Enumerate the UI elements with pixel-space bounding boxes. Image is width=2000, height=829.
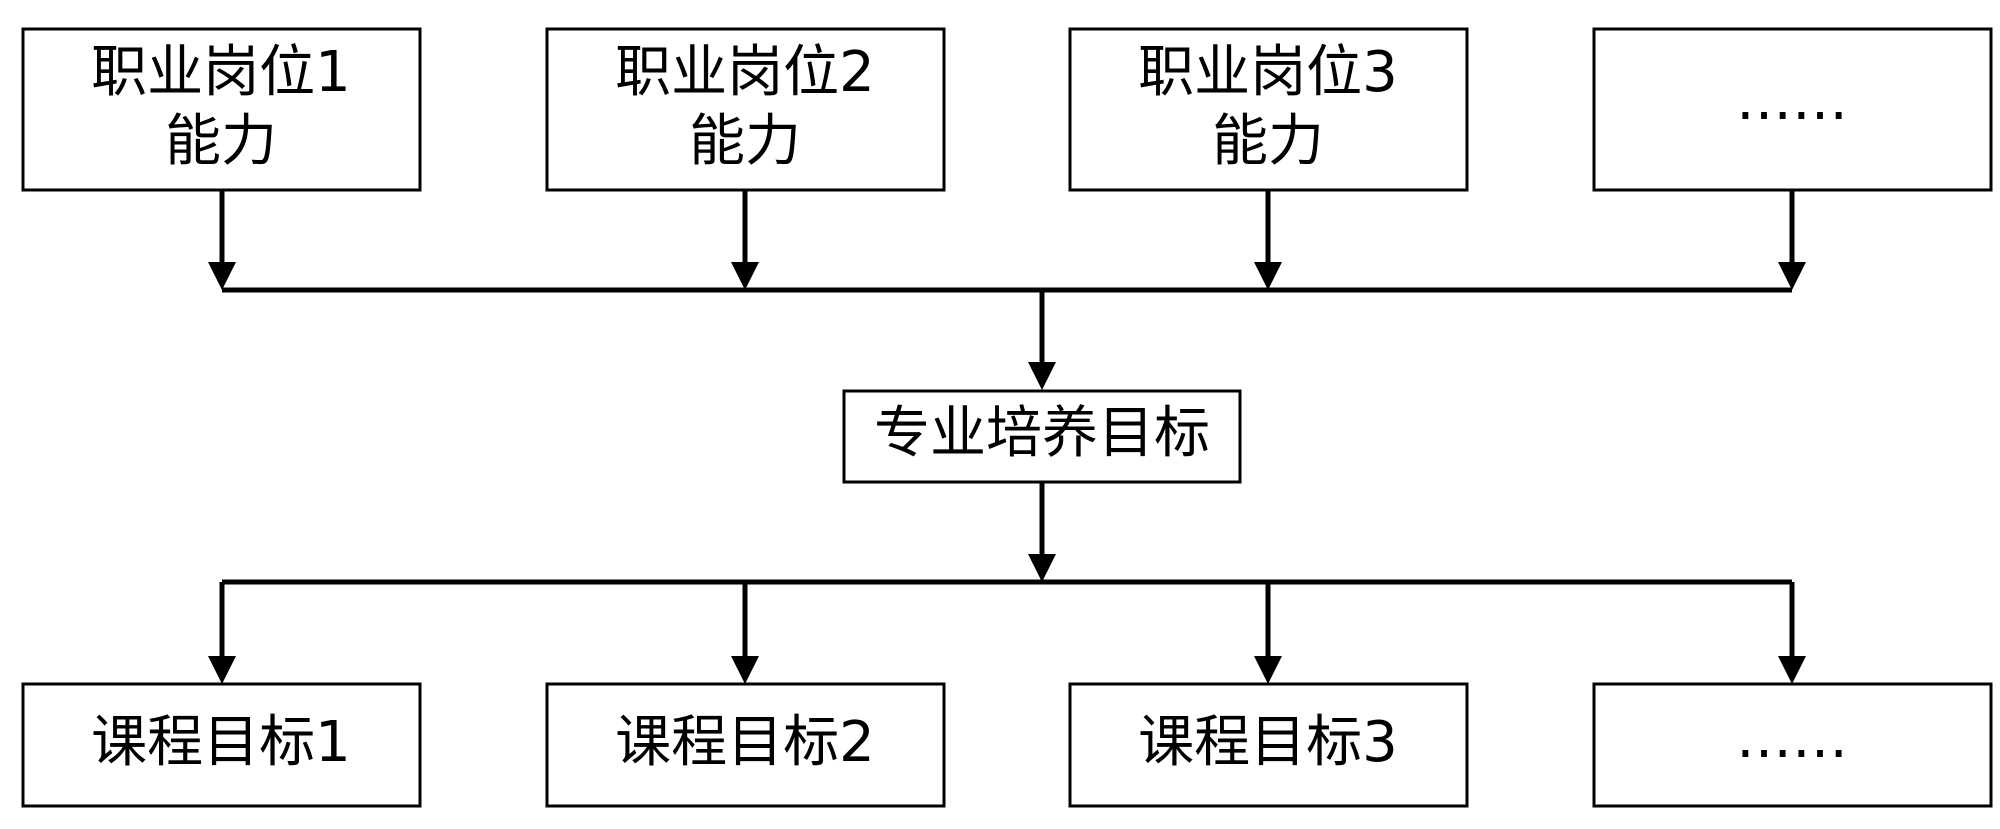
- bottom-node-1: 课程目标1: [21, 682, 422, 808]
- top-node-2-box: [545, 27, 946, 192]
- top-node-1-box: [21, 27, 422, 192]
- bottom-node-3-box: [1068, 682, 1469, 808]
- top-node-1-line2: 能力: [165, 109, 277, 174]
- bottom-node-3-arrow-head: [1254, 656, 1282, 684]
- top-node-1-arrow-head: [208, 262, 236, 290]
- top-node-3-arrow-head: [1254, 262, 1282, 290]
- top-node-3: 职业岗位3 能力: [1068, 27, 1469, 192]
- middle-node-box: [842, 389, 1242, 484]
- top-node-3-line1: 职业岗位3: [1138, 40, 1398, 105]
- top-node-1: 职业岗位1 能力: [21, 27, 422, 192]
- top-node-4: ……: [1592, 27, 1993, 192]
- bottom-node-2-box: [545, 682, 946, 808]
- top-node-2-arrow-head: [731, 262, 759, 290]
- bottom-node-4-label: ……: [1736, 706, 1848, 771]
- bottom-node-1-box: [21, 682, 422, 808]
- bottom-node-1-arrow-head: [208, 656, 236, 684]
- bottom-node-2-arrow-head: [731, 656, 759, 684]
- top-node-1-line1: 职业岗位1: [91, 40, 351, 105]
- top-node-4-arrow-head: [1778, 262, 1806, 290]
- bottom-node-2: 课程目标2: [545, 682, 946, 808]
- middle-to-bottom-bus-arrow-head: [1028, 554, 1056, 582]
- top-node-2-line1: 职业岗位2: [615, 40, 875, 105]
- bottom-node-4: ……: [1592, 682, 1993, 808]
- top-node-3-box: [1068, 27, 1469, 192]
- top-node-3-line2: 能力: [1212, 109, 1324, 174]
- bottom-node-3: 课程目标3: [1068, 682, 1469, 808]
- top-node-2-line2: 能力: [689, 109, 801, 174]
- top-bus-to-middle-arrow-head: [1028, 362, 1056, 390]
- bottom-node-4-arrow-head: [1778, 656, 1806, 684]
- top-node-2: 职业岗位2 能力: [545, 27, 946, 192]
- bottom-node-2-label: 课程目标2: [615, 710, 875, 775]
- top-node-4-box: [1592, 27, 1993, 192]
- bottom-node-4-box: [1592, 682, 1993, 808]
- top-node-4-line1: ……: [1736, 68, 1848, 133]
- middle-node: 专业培养目标: [842, 389, 1242, 484]
- middle-node-label: 专业培养目标: [874, 401, 1210, 466]
- bottom-node-1-label: 课程目标1: [91, 710, 351, 775]
- bottom-node-3-label: 课程目标3: [1138, 710, 1398, 775]
